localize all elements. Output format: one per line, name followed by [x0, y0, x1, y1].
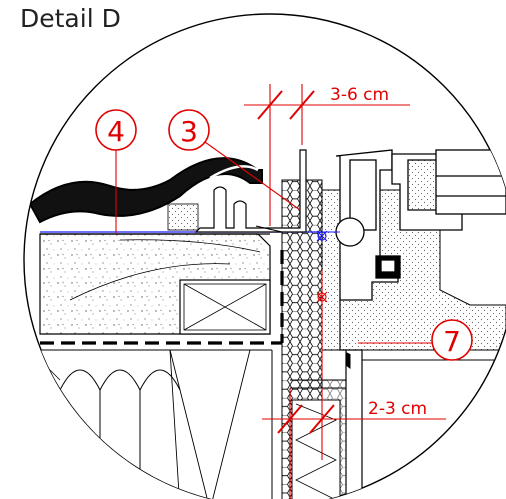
detail-title: Detail D	[20, 4, 121, 33]
callout-7	[358, 319, 473, 361]
lower-frame	[345, 349, 363, 499]
callout-3	[168, 109, 301, 211]
sill-flashing	[194, 149, 307, 233]
callout-7-label: 7	[443, 325, 461, 358]
dimension-bottom	[262, 388, 446, 499]
roof-tile	[28, 157, 263, 224]
callout-3-label: 3	[180, 115, 198, 148]
timber-block	[179, 279, 271, 335]
dimension-top	[244, 84, 410, 226]
dimension-top-label: 3-6 cm	[330, 85, 389, 105]
callout-4	[95, 109, 137, 233]
window-frame	[335, 149, 506, 301]
callout-4-label: 4	[107, 115, 125, 148]
dimension-bottom-label: 2-3 cm	[368, 399, 427, 419]
insulation-loops	[59, 369, 181, 499]
